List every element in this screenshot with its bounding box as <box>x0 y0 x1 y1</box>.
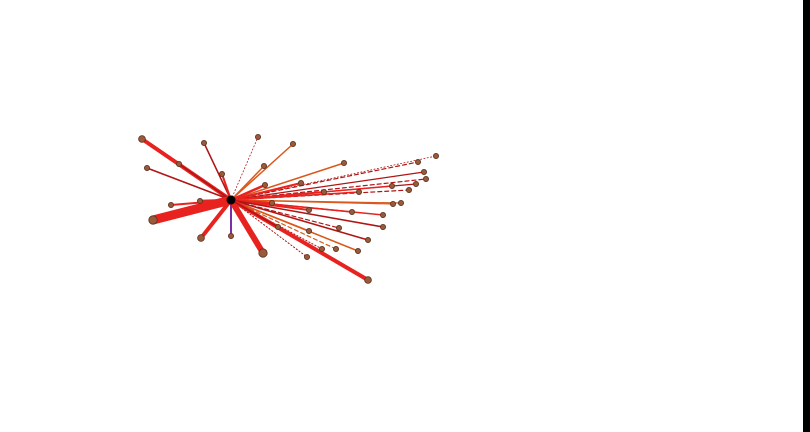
node-leaf-20[interactable] <box>261 181 268 188</box>
edge-leaf-06 <box>178 163 232 201</box>
edge-leaf-20 <box>229 183 267 202</box>
edge-leaf-29 <box>230 199 369 241</box>
edge-leaf-12 <box>230 171 425 201</box>
edge-leaf-32 <box>230 199 337 250</box>
edge-leaf-38 <box>199 198 233 240</box>
node-leaf-15[interactable] <box>388 182 395 189</box>
node-leaf-37[interactable] <box>227 232 234 239</box>
node-leaf-22[interactable] <box>389 200 396 207</box>
scrollbar-edge[interactable] <box>803 0 810 432</box>
edge-leaf-13 <box>230 178 427 201</box>
edge-leaf-02 <box>146 167 232 201</box>
edge-leaf-04 <box>230 136 259 201</box>
node-leaf-33[interactable] <box>318 245 325 252</box>
node-leaf-05[interactable] <box>289 140 296 147</box>
node-leaf-09[interactable] <box>340 159 347 166</box>
node-leaf-21[interactable] <box>397 199 404 206</box>
node-leaf-35[interactable] <box>364 276 372 284</box>
edge-leaf-11 <box>230 161 419 201</box>
node-leaf-02[interactable] <box>143 164 150 171</box>
edge-leaf-03 <box>203 142 232 201</box>
node-leaf-40[interactable] <box>167 201 174 208</box>
node-leaf-36[interactable] <box>258 248 268 258</box>
node-leaf-25[interactable] <box>348 208 355 215</box>
hub-node[interactable] <box>226 195 236 205</box>
node-leaf-08[interactable] <box>260 162 267 169</box>
edge-leaf-09 <box>230 162 345 201</box>
node-leaf-13[interactable] <box>422 175 429 182</box>
node-leaf-23[interactable] <box>268 199 275 206</box>
node-leaf-39[interactable] <box>148 215 158 225</box>
edge-leaf-07 <box>221 173 232 201</box>
node-leaf-28[interactable] <box>335 224 342 231</box>
node-leaf-17[interactable] <box>355 188 362 195</box>
node-leaf-30[interactable] <box>305 227 312 234</box>
edge-leaf-39 <box>148 195 236 225</box>
node-leaf-34[interactable] <box>303 253 310 260</box>
node-leaf-18[interactable] <box>320 188 327 195</box>
edge-leaf-34 <box>230 199 308 258</box>
edge-leaf-22 <box>230 199 394 205</box>
edge-leaf-31 <box>230 199 359 252</box>
node-leaf-24[interactable] <box>305 206 312 213</box>
node-leaf-31[interactable] <box>354 247 361 254</box>
edge-leaf-36 <box>228 197 266 256</box>
edge-leaf-27 <box>230 199 384 228</box>
edge-leaf-42 <box>230 199 279 228</box>
node-leaf-42[interactable] <box>274 223 281 230</box>
edge-leaf-19 <box>230 182 302 201</box>
edge-leaf-26 <box>230 199 384 216</box>
node-leaf-04[interactable] <box>254 133 261 140</box>
node-leaf-03[interactable] <box>200 139 207 146</box>
node-leaf-14[interactable] <box>412 180 419 187</box>
edge-leaf-05 <box>230 143 294 201</box>
node-leaf-41[interactable] <box>196 197 203 204</box>
edge-leaf-18 <box>230 191 325 201</box>
edge-layer <box>140 136 437 282</box>
node-leaf-26[interactable] <box>379 211 386 218</box>
node-leaf-32[interactable] <box>332 245 339 252</box>
node-leaf-29[interactable] <box>364 236 371 243</box>
node-leaf-07[interactable] <box>218 170 225 177</box>
node-leaf-12[interactable] <box>420 168 427 175</box>
node-layer <box>138 133 439 284</box>
node-leaf-38[interactable] <box>197 234 205 242</box>
node-leaf-10[interactable] <box>432 152 439 159</box>
node-leaf-01[interactable] <box>138 135 146 143</box>
node-leaf-16[interactable] <box>405 186 412 193</box>
node-leaf-19[interactable] <box>297 179 304 186</box>
node-leaf-27[interactable] <box>379 223 386 230</box>
node-leaf-11[interactable] <box>414 158 421 165</box>
edge-leaf-08 <box>230 165 265 201</box>
edge-leaf-41 <box>198 198 233 203</box>
node-leaf-06[interactable] <box>175 160 182 167</box>
